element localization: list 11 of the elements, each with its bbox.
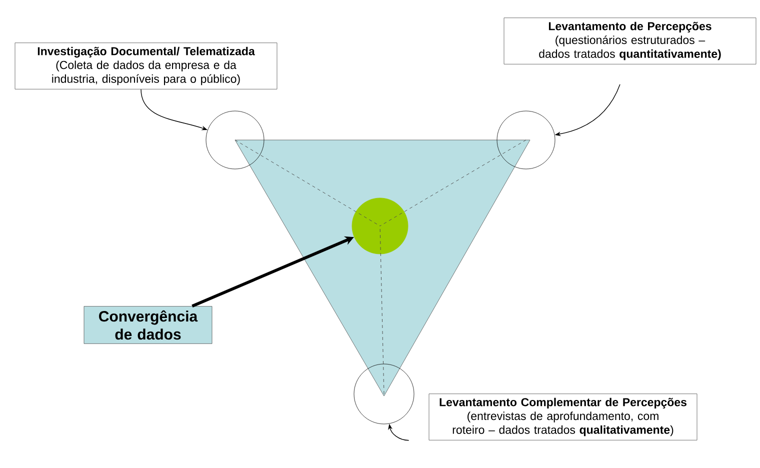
text-box: Levantamento de Percepções (questionários estruturados – dados tratados quantitativamente) bbox=[504, 18, 756, 64]
dashed-line bbox=[380, 226, 384, 394]
circle bbox=[496, 110, 556, 170]
convergence-box: Convergência de dados bbox=[84, 306, 212, 344]
text-box: Investigação Documental/ Telematizada (Coleta de dados da empresa e da industria, disponíveis para o público) bbox=[14, 42, 278, 90]
circle bbox=[354, 364, 414, 424]
text-box: Levantamento Complementar de Percepções (entrevistas de aprofundamento, com roteiro – dados tratados qualitativamente) bbox=[428, 394, 698, 440]
dashed-line bbox=[380, 140, 526, 226]
circle bbox=[206, 110, 264, 170]
dashed-line bbox=[234, 140, 380, 226]
circle bbox=[352, 198, 408, 254]
